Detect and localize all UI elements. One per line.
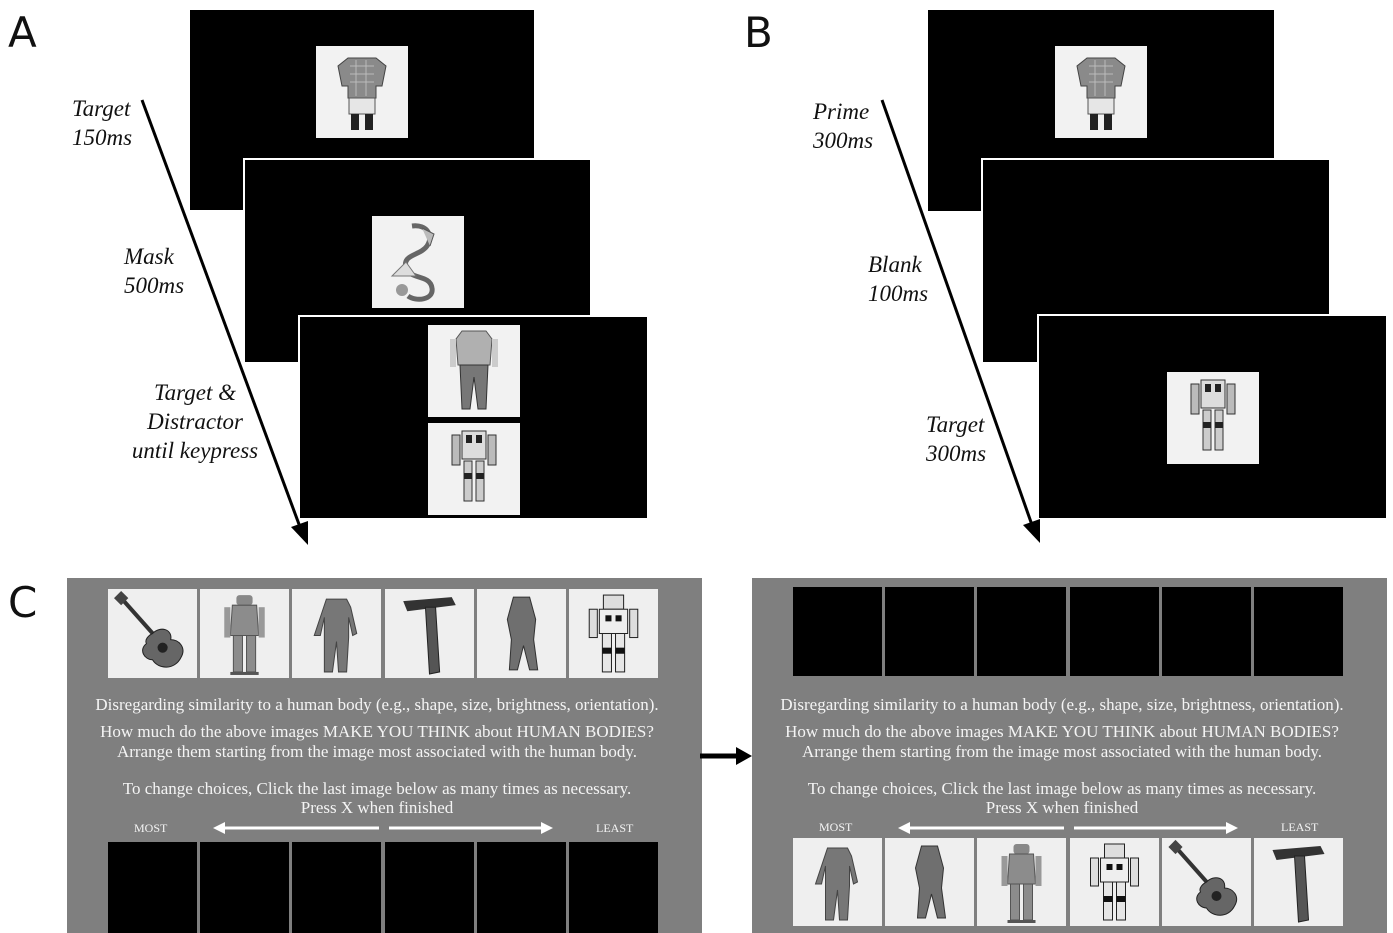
instruction-line-1: Disregarding similarity to a human body … xyxy=(780,695,1344,714)
rank-slot-6[interactable] xyxy=(569,842,658,933)
instruction-line-3: Arrange them starting from the image mos… xyxy=(116,742,638,761)
choice-wetsuit[interactable] xyxy=(477,589,566,678)
choice-slot-3[interactable] xyxy=(977,587,1066,676)
instruction-line-2: How much do the above images MAKE YOU TH… xyxy=(785,722,1339,741)
timeline-arrow-a xyxy=(140,99,308,545)
choice-slot-6[interactable] xyxy=(1254,587,1343,676)
choice-slot-5[interactable] xyxy=(1162,587,1251,676)
scale-least-label: LEAST xyxy=(596,821,634,835)
ranking-screen-before: Disregarding similarity to a human body … xyxy=(67,578,702,933)
ranked-wetsuit[interactable] xyxy=(885,838,974,926)
choice-slot-1[interactable] xyxy=(793,587,882,676)
hammer-icon xyxy=(1254,838,1343,926)
robot-icon xyxy=(1070,838,1159,926)
bodysuit-icon xyxy=(793,838,882,926)
scale-most-label: MOST xyxy=(819,820,853,834)
instruction-line-2: How much do the above images MAKE YOU TH… xyxy=(100,722,654,741)
screen-b-target xyxy=(1037,314,1388,520)
timeline-arrow-b xyxy=(880,99,1040,543)
hammer-icon xyxy=(385,589,474,678)
guitar-icon xyxy=(108,589,197,678)
panel-letter-a: A xyxy=(8,8,37,57)
instruction-line-5: Press X when finished xyxy=(300,798,454,817)
instruction-line-4: To change choices, Click the last image … xyxy=(807,779,1317,798)
scale-least-label: LEAST xyxy=(1281,820,1319,834)
choice-slot-2[interactable] xyxy=(885,587,974,676)
ranked-hammer[interactable] xyxy=(1254,838,1343,926)
wetsuit-icon xyxy=(477,589,566,678)
choice-robot[interactable] xyxy=(569,589,658,678)
scale-most-label: MOST xyxy=(134,821,168,835)
choice-guitar[interactable] xyxy=(108,589,197,678)
ranked-bodysuit[interactable] xyxy=(793,838,882,926)
bodysuit-icon xyxy=(292,589,381,678)
ranked-mannequin[interactable] xyxy=(977,838,1066,926)
ranking-screen-after: Disregarding similarity to a human body … xyxy=(752,578,1387,933)
transition-arrow xyxy=(700,747,752,765)
rank-slot-2[interactable] xyxy=(200,842,289,933)
ranked-robot[interactable] xyxy=(1070,838,1159,926)
mannequin-icon xyxy=(977,838,1066,926)
rank-slot-5[interactable] xyxy=(477,842,566,933)
stimulus-robot-image xyxy=(1167,372,1259,464)
screen-a-target-distractor xyxy=(298,315,649,520)
robot-icon xyxy=(569,589,658,678)
mask-image xyxy=(372,216,464,308)
rank-slot-3[interactable] xyxy=(292,842,381,933)
instruction-line-4: To change choices, Click the last image … xyxy=(122,779,632,798)
instruction-line-3: Arrange them starting from the image mos… xyxy=(801,742,1323,761)
rank-slot-4[interactable] xyxy=(385,842,474,933)
guitar-icon xyxy=(1162,838,1251,926)
stimulus-clothing-image xyxy=(1055,46,1147,138)
choice-mannequin[interactable] xyxy=(200,589,289,678)
stimulus-clothing-image xyxy=(316,46,408,138)
instruction-line-1: Disregarding similarity to a human body … xyxy=(95,695,659,714)
stimulus-woman-image xyxy=(428,325,520,417)
mannequin-icon xyxy=(200,589,289,678)
rank-slot-1[interactable] xyxy=(108,842,197,933)
ranking-direction-arrows xyxy=(213,822,553,834)
panel-letter-b: B xyxy=(744,8,773,57)
choice-bodysuit[interactable] xyxy=(292,589,381,678)
stimulus-robot-image xyxy=(428,423,520,515)
instruction-line-5: Press X when finished xyxy=(985,798,1139,817)
wetsuit-icon xyxy=(885,838,974,926)
choice-hammer[interactable] xyxy=(385,589,474,678)
choice-slot-4[interactable] xyxy=(1070,587,1159,676)
ranking-direction-arrows xyxy=(898,822,1238,834)
panel-letter-c: C xyxy=(8,578,38,627)
ranked-guitar[interactable] xyxy=(1162,838,1251,926)
